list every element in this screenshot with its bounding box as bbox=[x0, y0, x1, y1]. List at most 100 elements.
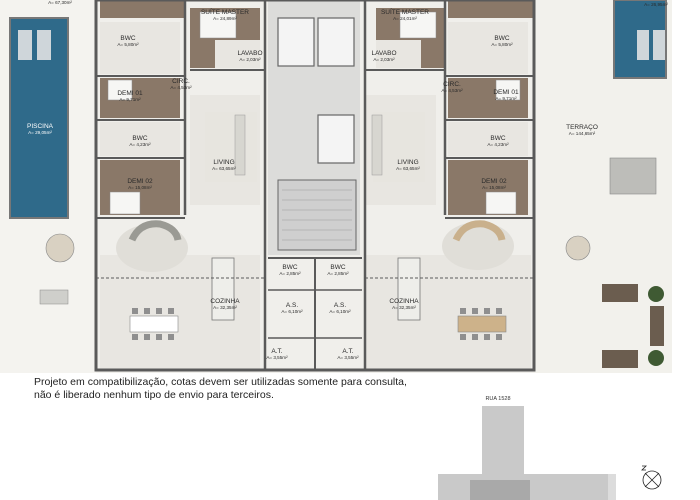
svg-text:BWC: BWC bbox=[120, 35, 135, 42]
sun-lounger bbox=[653, 30, 665, 60]
svg-text:A.T.: A.T. bbox=[271, 348, 282, 355]
svg-text:A= 15,08m²: A= 15,08m² bbox=[482, 185, 506, 190]
svg-text:LIVING: LIVING bbox=[397, 159, 418, 166]
svg-text:CIRC.: CIRC. bbox=[443, 81, 461, 88]
plant bbox=[648, 350, 664, 366]
outdoor-sofa bbox=[39, 289, 69, 305]
sofa bbox=[234, 114, 246, 176]
svg-text:A= 4,23m²: A= 4,23m² bbox=[129, 142, 151, 147]
elevator bbox=[317, 17, 355, 67]
planter bbox=[602, 284, 638, 302]
svg-text:A= 3,55m²: A= 3,55m² bbox=[266, 355, 288, 360]
label-demi02-left: DEMI 02A= 15,08m² bbox=[127, 178, 153, 190]
svg-text:SUÍTE MASTER: SUÍTE MASTER bbox=[381, 7, 429, 16]
label-top-right-area: A= 26,95m² bbox=[644, 2, 668, 7]
svg-text:A= 24,01m²: A= 24,01m² bbox=[393, 16, 417, 21]
svg-text:TERRAÇO: TERRAÇO bbox=[566, 124, 598, 131]
sun-lounger bbox=[37, 30, 51, 60]
svg-text:SUÍTE MASTER: SUÍTE MASTER bbox=[201, 7, 249, 16]
label-as-left: A.S.A= 6,10m² bbox=[281, 302, 303, 314]
svg-text:A= 144,65m²: A= 144,65m² bbox=[569, 131, 596, 136]
elevator bbox=[277, 17, 315, 67]
round-table bbox=[45, 233, 75, 263]
svg-text:A.S.: A.S. bbox=[334, 302, 346, 309]
kitchen-island bbox=[397, 257, 421, 321]
svg-text:A= 9,71m²: A= 9,71m² bbox=[495, 96, 517, 101]
planter bbox=[650, 306, 664, 346]
svg-text:BWC: BWC bbox=[132, 135, 147, 142]
curved-sofa bbox=[452, 220, 506, 242]
svg-text:PISCINA: PISCINA bbox=[27, 123, 54, 130]
svg-text:A= 4,23m²: A= 4,23m² bbox=[487, 142, 509, 147]
svg-text:A= 9,71m²: A= 9,71m² bbox=[119, 97, 141, 102]
beds bbox=[107, 11, 521, 215]
svg-text:LAVABO: LAVABO bbox=[371, 50, 396, 57]
svg-text:A= 2,85m²: A= 2,85m² bbox=[279, 271, 301, 276]
label-circ-right: CIRC.A= 4,53m² bbox=[441, 81, 463, 93]
kitchen-island bbox=[211, 257, 235, 321]
svg-text:A= 6,10m²: A= 6,10m² bbox=[329, 309, 351, 314]
note-line-1: Projeto em compatibilização, cotas devem… bbox=[34, 376, 407, 388]
sun-lounger bbox=[637, 30, 649, 60]
round-table bbox=[565, 235, 591, 261]
dining-table bbox=[129, 315, 179, 333]
svg-text:A= 2,03m²: A= 2,03m² bbox=[239, 57, 261, 62]
svg-text:DEMI 01: DEMI 01 bbox=[117, 90, 143, 97]
dining-chairs bbox=[132, 308, 502, 340]
label-at-left: A.T.A= 3,55m² bbox=[266, 348, 288, 360]
label-circ-left: CIRC.A= 4,53m² bbox=[170, 78, 192, 90]
svg-text:A= 67,30m²: A= 67,30m² bbox=[48, 0, 72, 5]
svg-text:A= 29,05m²: A= 29,05m² bbox=[28, 130, 52, 135]
svg-text:DEMI 02: DEMI 02 bbox=[127, 178, 153, 185]
svg-text:A= 5,80m²: A= 5,80m² bbox=[117, 42, 139, 47]
label-demi01-right: DEMI 01A= 9,71m² bbox=[493, 89, 519, 101]
site-plan: RUA 1528 bbox=[438, 396, 662, 500]
label-at-right: A.T.A= 3,55m² bbox=[337, 348, 359, 360]
svg-text:A= 32,35m²: A= 32,35m² bbox=[392, 305, 416, 310]
svg-text:DEMI 01: DEMI 01 bbox=[493, 89, 519, 96]
street-label: RUA 1528 bbox=[485, 396, 510, 402]
svg-text:BWC: BWC bbox=[490, 135, 505, 142]
svg-text:A= 6,10m²: A= 6,10m² bbox=[281, 309, 303, 314]
rug bbox=[442, 222, 514, 270]
elevator bbox=[317, 114, 355, 164]
label-demi01-left: DEMI 01A= 9,71m² bbox=[117, 90, 143, 102]
svg-text:BWC: BWC bbox=[282, 264, 297, 271]
svg-text:A.S.: A.S. bbox=[286, 302, 298, 309]
sun-lounger bbox=[18, 30, 32, 60]
svg-text:A= 24,89m²: A= 24,89m² bbox=[213, 16, 237, 21]
svg-text:A= 26,95m²: A= 26,95m² bbox=[644, 2, 668, 7]
plant bbox=[648, 286, 664, 302]
curved-sofa bbox=[128, 220, 182, 242]
svg-text:LAVABO: LAVABO bbox=[237, 50, 262, 57]
svg-text:CIRC.: CIRC. bbox=[172, 78, 190, 85]
svg-text:A= 32,35m²: A= 32,35m² bbox=[213, 305, 237, 310]
outdoor-kitchen bbox=[609, 157, 657, 195]
dining-table bbox=[457, 315, 507, 333]
building-core bbox=[470, 480, 530, 500]
svg-text:A= 15,08m²: A= 15,08m² bbox=[128, 185, 152, 190]
svg-text:A= 5,80m²: A= 5,80m² bbox=[491, 42, 513, 47]
svg-text:A= 2,03m²: A= 2,03m² bbox=[373, 57, 395, 62]
svg-text:A= 4,53m²: A= 4,53m² bbox=[170, 85, 192, 90]
adjacent-lot bbox=[608, 474, 616, 500]
svg-text:LIVING: LIVING bbox=[213, 159, 234, 166]
svg-text:A= 63,65m²: A= 63,65m² bbox=[396, 166, 420, 171]
label-top-left-area: A= 67,30m² bbox=[48, 0, 72, 5]
stair-steps bbox=[282, 189, 352, 241]
